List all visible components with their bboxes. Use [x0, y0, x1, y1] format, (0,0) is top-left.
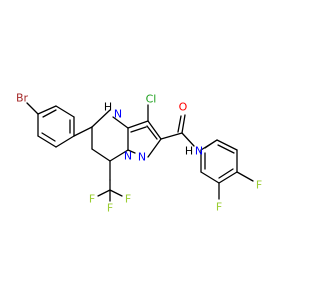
bond	[109, 149, 129, 162]
bond-double	[218, 168, 234, 179]
atom-oxygen: O	[179, 101, 188, 114]
atom-fluorine-para: F	[256, 179, 262, 192]
atom-bromine: Br	[16, 92, 29, 105]
bond	[91, 109, 111, 128]
bond	[37, 135, 57, 148]
bond	[73, 126, 93, 137]
bond	[112, 116, 129, 129]
bond	[160, 132, 183, 140]
bond	[55, 135, 75, 148]
bond	[127, 120, 149, 129]
atom-fluorine-cf3-bottom: F	[107, 202, 113, 215]
atom-nitrogen-ring: N	[114, 108, 122, 121]
bond	[200, 171, 220, 184]
bond-double	[130, 126, 147, 133]
bond	[37, 105, 57, 115]
bond	[216, 139, 238, 151]
bond-layer	[26, 102, 254, 202]
bond-c-f	[97, 189, 111, 197]
atom-fluorine-cf3-left: F	[89, 193, 95, 206]
atom-chlorine: Cl	[146, 93, 157, 106]
atom-nitrogen-pyrazole: N	[138, 151, 146, 164]
atom-fluorine-ortho: F	[216, 201, 222, 214]
bond	[147, 120, 162, 140]
bond-double	[217, 144, 235, 154]
bond-double	[41, 132, 56, 142]
bond	[200, 139, 218, 151]
bond	[147, 138, 162, 158]
atom-fluorine-cf3-right: F	[125, 193, 131, 206]
atom-labels: Br H N N N Cl O N H F F F F F	[16, 92, 262, 215]
bond-br-c	[26, 102, 39, 115]
atom-hydrogen-ring: H	[104, 101, 112, 114]
bond	[127, 149, 136, 154]
atom-nitrogen-amide: N	[195, 145, 203, 158]
bond-double	[42, 109, 57, 118]
bond-double	[146, 125, 158, 140]
bond-c-f	[109, 189, 123, 197]
molecule-structure: Br H N N N Cl O N H F F F F F	[16, 92, 262, 215]
bond-c-o-double	[177, 115, 182, 133]
bond	[91, 148, 111, 162]
atom-nitrogen-bridge: N	[124, 150, 132, 163]
bond	[218, 171, 238, 184]
bond-c-n	[181, 132, 195, 147]
atom-hydrogen-amide: H	[185, 145, 193, 158]
bond-c-f	[236, 171, 254, 182]
bond	[55, 105, 75, 118]
bond-c-o	[181, 114, 186, 134]
